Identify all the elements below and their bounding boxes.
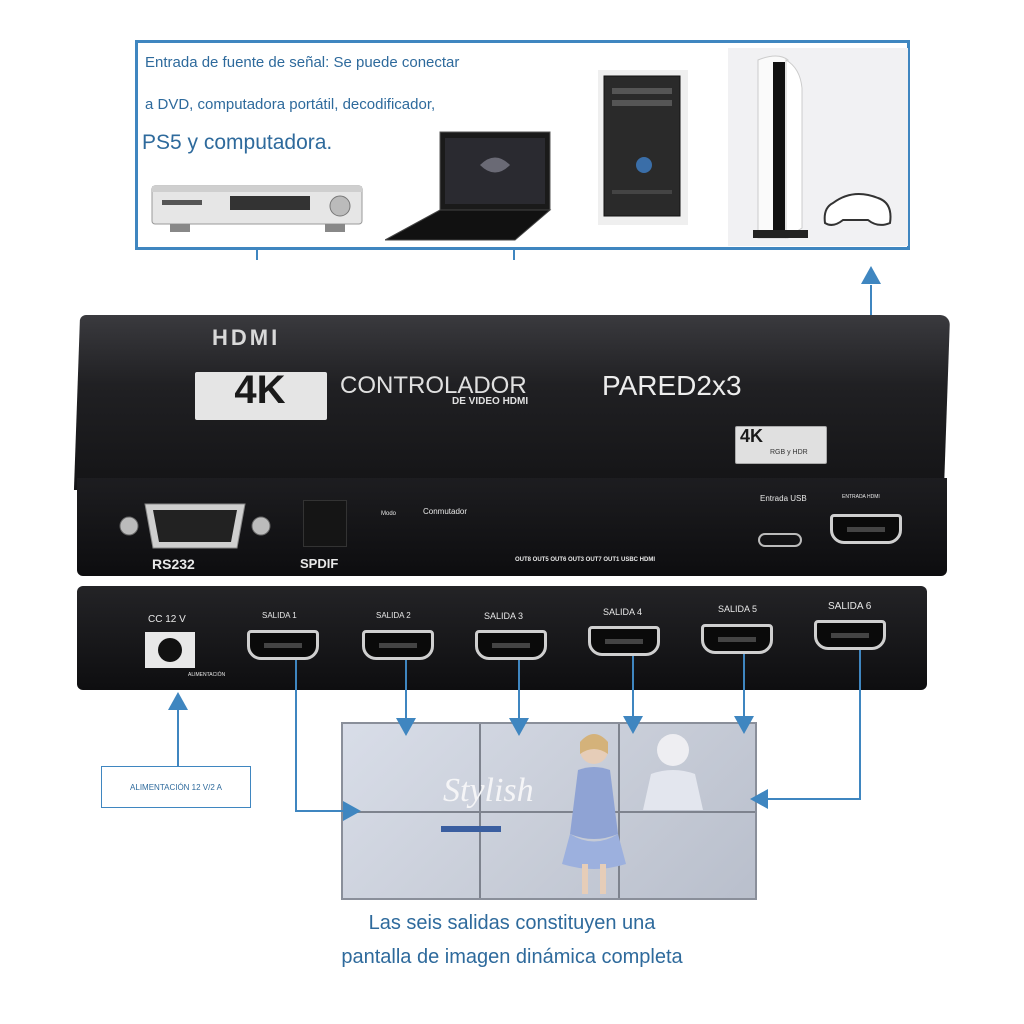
wall-divider-h: [343, 811, 755, 813]
video-wall: Stylish: [341, 722, 757, 900]
output-6-label: SALIDA 6: [828, 601, 872, 612]
output-1-label: SALIDA 1: [262, 611, 297, 620]
device-subtitle: DE VIDEO HDMI: [452, 396, 529, 407]
power-arrow-head: [168, 692, 188, 710]
usb-c-port: [758, 533, 802, 547]
out4-line: [632, 656, 634, 718]
power-spec-box: ALIMENTACIÓN 12 V/2 A: [101, 766, 251, 808]
source-tick-right: [513, 250, 515, 260]
spdif-port: [303, 500, 347, 547]
mode-label: Modo: [381, 511, 397, 517]
spdif-label: SPDIF: [300, 556, 339, 571]
4k-hdr-badge-sub: RGB y HDR: [770, 449, 808, 456]
4k-badge: [195, 372, 327, 420]
input-arrow-head: [861, 266, 881, 284]
out3-line: [518, 660, 520, 720]
model-figure-icon: [562, 734, 626, 894]
source-text-line3: PS5 y computadora.: [142, 131, 333, 154]
out1-arrow-head: [343, 801, 361, 821]
out1-line-h: [295, 810, 345, 812]
4k-hdr-badge: [735, 426, 827, 464]
out4-arrow-head: [623, 716, 643, 734]
out5-line: [743, 654, 745, 718]
power-arrow-line: [177, 710, 179, 766]
wall-brand-bar: [441, 826, 501, 832]
out3-arrow-head: [509, 718, 529, 736]
dc-power-hole: [158, 638, 182, 662]
hdmi-input-port: [830, 514, 902, 544]
4k-hdr-badge-text: 4K: [740, 426, 764, 446]
output-3-port: [475, 630, 547, 660]
power-sub-label: ALIMENTACIÓN: [188, 672, 226, 678]
out2-line: [405, 660, 407, 720]
device-title: CONTROLADOR: [340, 372, 527, 399]
hdmi-logo: HDMI: [212, 325, 281, 350]
caption-line1: Las seis salidas constituyen una: [368, 912, 656, 934]
hdmi-input-label: ENTRADA HDMI: [842, 494, 880, 500]
source-tick-left: [256, 250, 258, 260]
out6-line-h: [768, 798, 861, 800]
dvd-player-icon: [151, 185, 363, 232]
pc-tower-icon: [598, 70, 688, 225]
switch-label: Conmutador: [423, 507, 468, 516]
output-5-label: SALIDA 5: [718, 604, 758, 614]
rs232-port: [119, 503, 271, 549]
outputs-indicator-label: OUT8 OUT5 OUT6 OUT3 OUT7 OUT1 USBC HDMI: [515, 557, 656, 563]
dc-power-label: CC 12 V: [148, 614, 186, 625]
output-1-port: [247, 630, 319, 660]
output-4-port: [588, 626, 660, 656]
device-model: PARED2x3: [602, 370, 742, 401]
out6-arrow-head: [750, 789, 768, 809]
laptop-icon: [385, 131, 552, 241]
out1-line-v: [295, 660, 297, 812]
output-2-port: [362, 630, 434, 660]
out5-arrow-head: [734, 716, 754, 734]
output-2-label: SALIDA 2: [376, 611, 411, 620]
output-6-port: [814, 620, 886, 650]
out2-arrow-head: [396, 718, 416, 736]
faded-figure-icon: [643, 734, 703, 810]
output-3-label: SALIDA 3: [484, 611, 524, 621]
4k-badge-text: 4K: [234, 368, 286, 412]
caption-line2: pantalla de imagen dinámica completa: [341, 946, 683, 968]
output-4-label: SALIDA 4: [603, 607, 643, 617]
rs232-label: RS232: [152, 556, 195, 572]
source-text-line1: Entrada de fuente de señal: Se puede con…: [145, 54, 460, 71]
output-5-port: [701, 624, 773, 654]
out6-line-v: [859, 650, 861, 800]
wall-brand-text: Stylish: [443, 772, 534, 809]
usb-input-label: Entrada USB: [760, 494, 807, 503]
ps5-console-icon: [728, 48, 908, 246]
source-text-line2: a DVD, computadora portátil, decodificad…: [145, 96, 436, 113]
